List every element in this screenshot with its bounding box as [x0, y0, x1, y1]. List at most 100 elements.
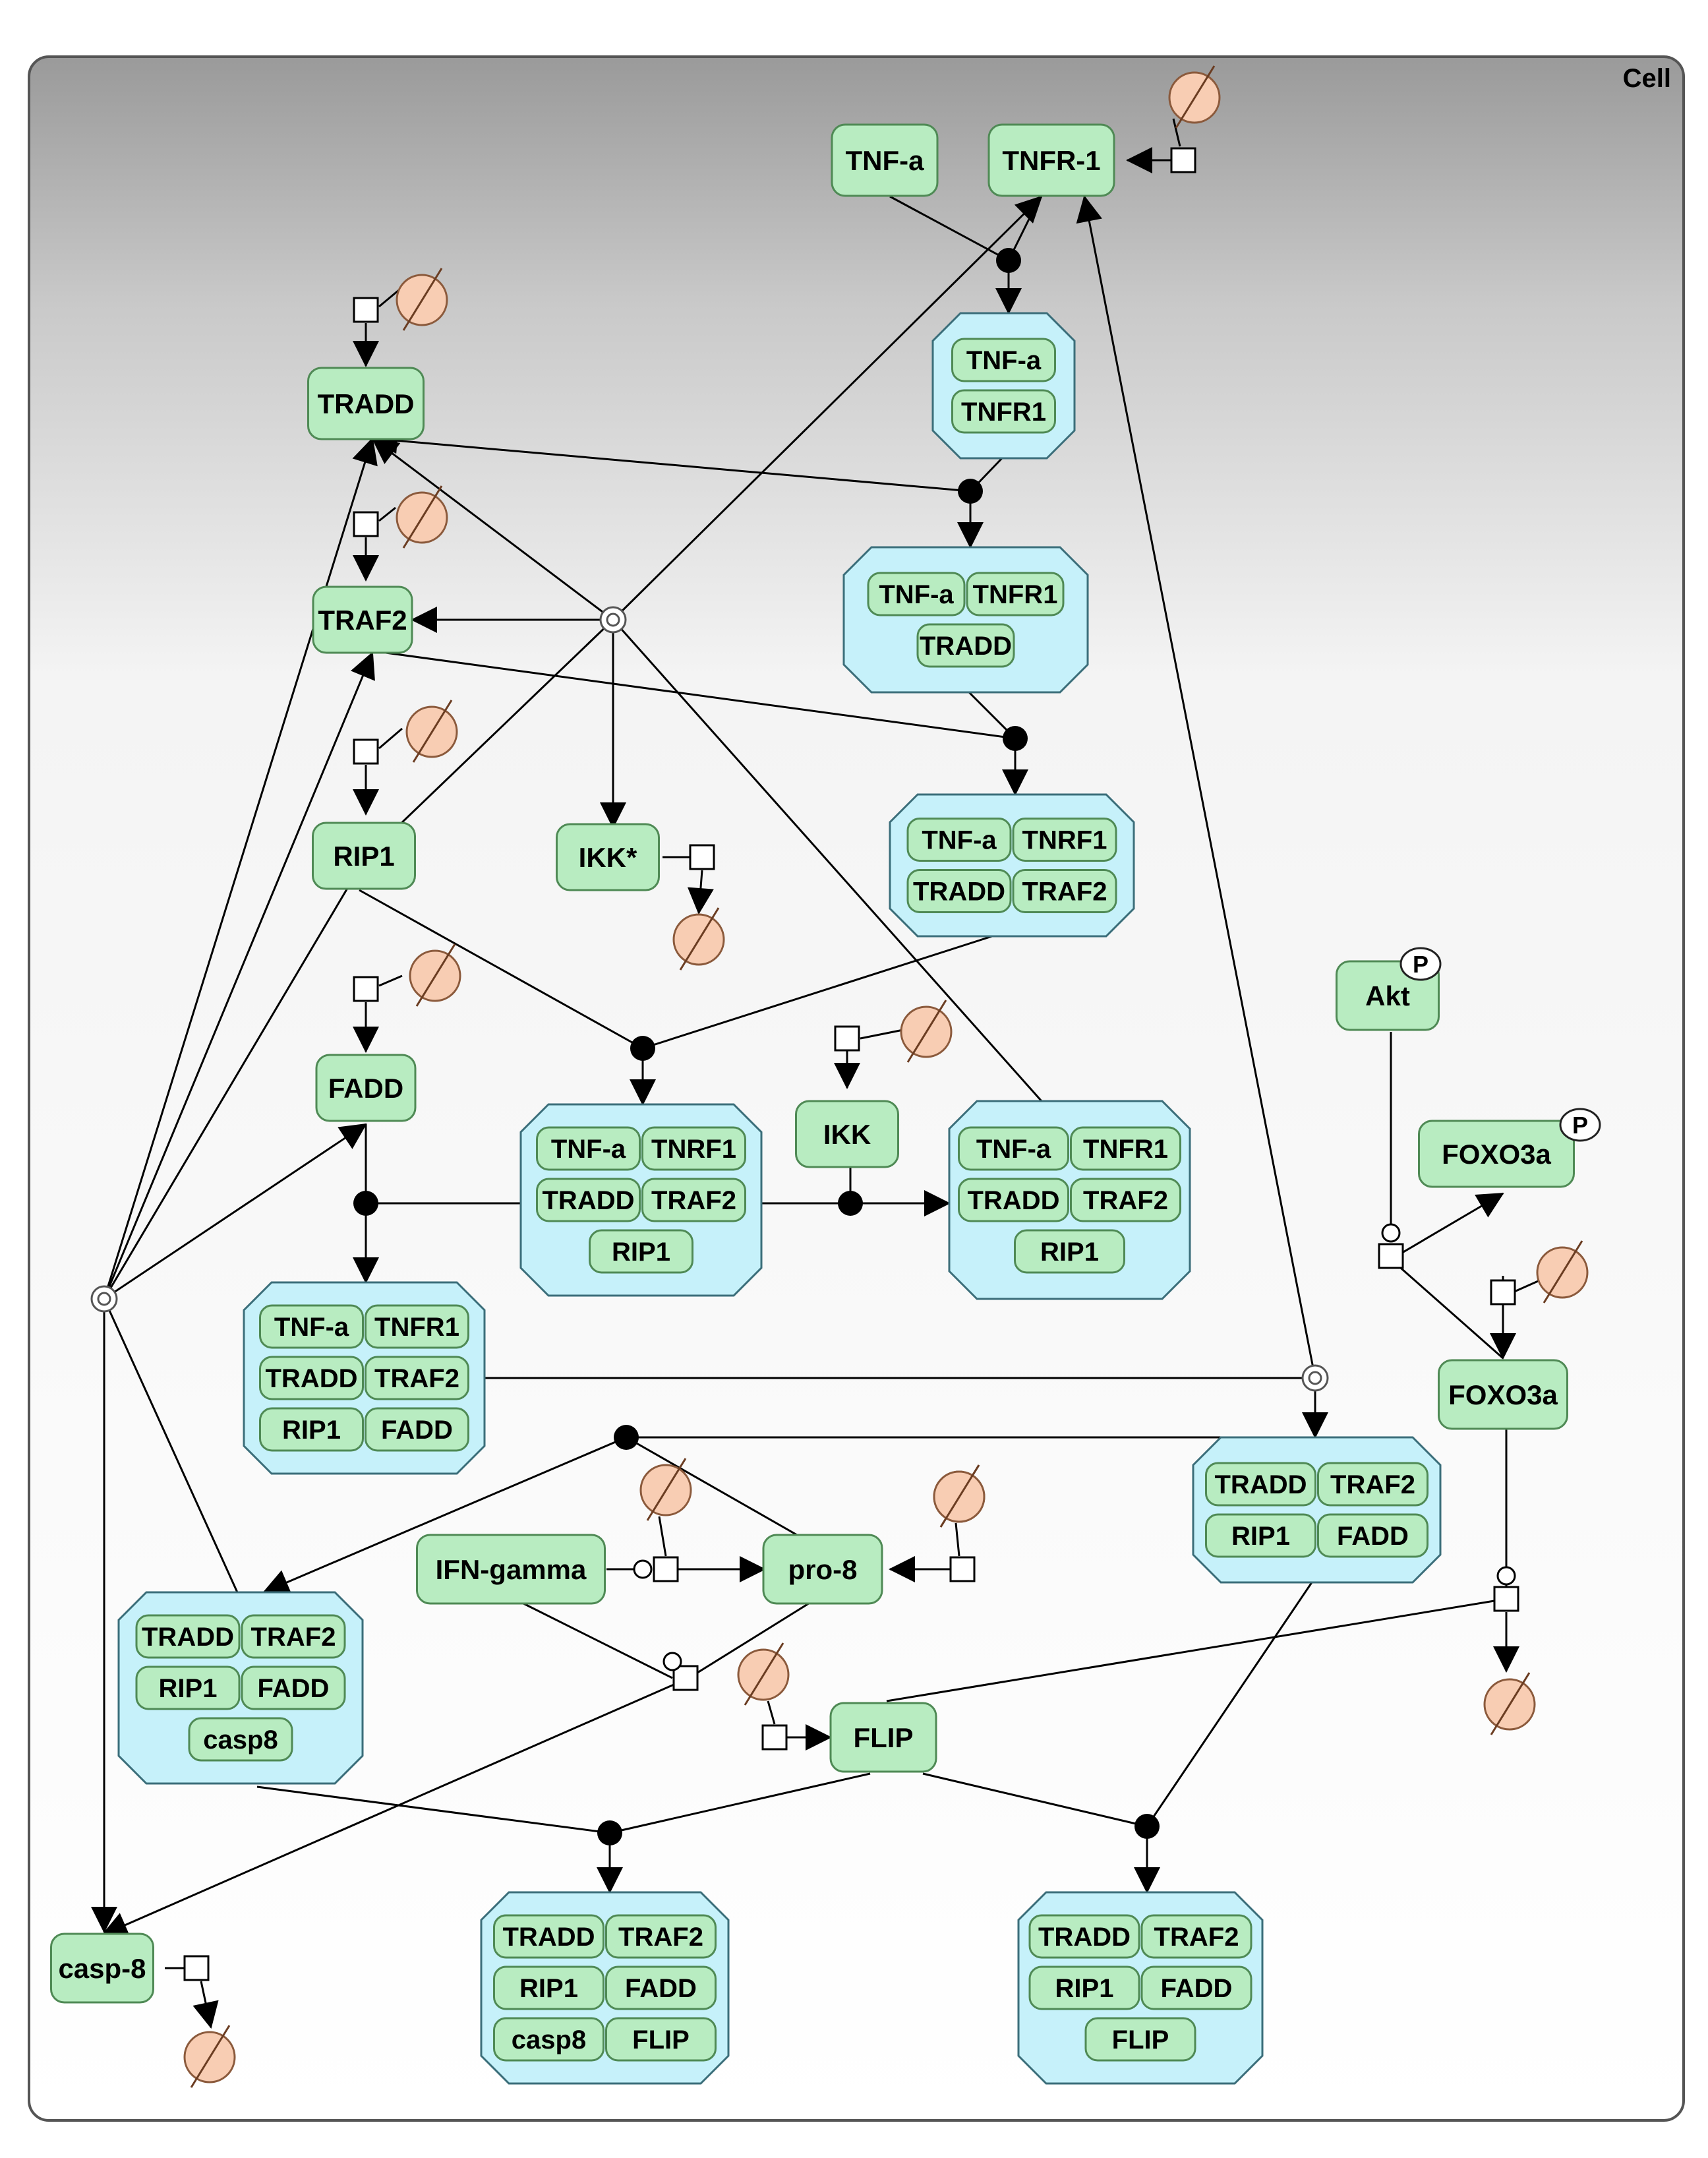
complex-subunit-label: TNFR1: [374, 1313, 459, 1342]
process-node: [672, 1665, 699, 1691]
complex-subunit-label: TRAF2: [651, 1186, 736, 1215]
entity-flip[interactable]: FLIP: [829, 1702, 937, 1773]
complex-subunit: [135, 1665, 241, 1710]
entity-ikk[interactable]: IKK: [795, 1100, 899, 1168]
complex-subunit: [906, 818, 1012, 862]
complex-subunit-label: TRADD: [503, 1923, 595, 1952]
complex-subunit: [1205, 1513, 1316, 1558]
process-node: [1493, 1586, 1519, 1612]
entity-label: IKK: [823, 1119, 871, 1150]
complex-subunit-label: TRADD: [968, 1186, 1060, 1215]
entity-foxo3a_p[interactable]: FOXO3a: [1418, 1120, 1575, 1188]
complex-subunit: [1028, 1965, 1140, 2010]
arc: [1390, 1192, 1504, 1261]
entity-traf2[interactable]: TRAF2: [312, 585, 413, 654]
complex-subunit-label: TNF-a: [966, 346, 1042, 375]
arc: [658, 1516, 667, 1557]
entity-box: [795, 1100, 899, 1168]
complex-subunit-label: TNRF1: [651, 1135, 736, 1164]
complex-subunit: [259, 1407, 364, 1452]
complex-subunit: [958, 1126, 1069, 1171]
process-node: [183, 1955, 210, 1981]
arc: [767, 1700, 776, 1725]
complex-subunit-label: TNF-a: [551, 1135, 626, 1164]
complex-subunit: [536, 1126, 641, 1171]
complex-subunit-label: TRADD: [266, 1364, 358, 1393]
sinks-layer: [183, 65, 1589, 2088]
process-node: [353, 511, 379, 537]
entity-tnfr1_receptor[interactable]: TNFR-1: [987, 123, 1115, 197]
arc: [103, 437, 378, 1300]
process-node: [1170, 147, 1196, 173]
entity-label: IFN-gamma: [436, 1554, 587, 1585]
complex-subunit-label: RIP1: [1055, 1974, 1114, 2003]
entity-casp8[interactable]: casp-8: [50, 1933, 154, 2004]
complex-subunit: [958, 1178, 1069, 1222]
arc: [1146, 1582, 1313, 1827]
complex-subunit-label: TRAF2: [374, 1364, 459, 1393]
entity-pro8[interactable]: pro-8: [762, 1534, 883, 1605]
complex-shape: [1192, 1436, 1442, 1584]
arc: [378, 289, 399, 308]
complex-subunit: [188, 1717, 293, 1762]
complex-subunit-label: FADD: [625, 1974, 697, 2003]
complex-subunit: [1317, 1513, 1428, 1558]
entity-fadd[interactable]: FADD: [315, 1054, 417, 1122]
complex-subunit-label: FLIP: [632, 2025, 690, 2054]
entity-foxo3a[interactable]: FOXO3a: [1438, 1359, 1568, 1430]
arc: [378, 506, 396, 522]
complex-subunit-label: FADD: [1337, 1522, 1409, 1551]
complex-subunit-label: TRADD: [142, 1623, 234, 1652]
sink-slash: [939, 1464, 980, 1528]
entity-ikk_active[interactable]: IKK*: [556, 823, 660, 891]
entity-box: [416, 1534, 606, 1605]
entity-tradd[interactable]: TRADD: [307, 367, 425, 440]
complex-subunit: [1070, 1178, 1181, 1222]
complex-subunit: [1205, 1462, 1316, 1507]
arc: [192, 1981, 219, 2029]
entity-box: [312, 822, 416, 890]
entity-label: TNF-a: [846, 145, 925, 176]
complex-subunit-label: TRAF2: [1022, 878, 1107, 907]
complex-subunit: [605, 2017, 717, 2062]
arc: [103, 651, 375, 1300]
sink-slash: [646, 1458, 687, 1521]
complex-subunit: [493, 2017, 604, 2062]
arc: [371, 437, 614, 621]
complex-subunit-label: RIP1: [1040, 1238, 1099, 1267]
entity-label: FLIP: [854, 1722, 914, 1753]
modulation-node: [663, 1652, 682, 1671]
entity-label: TNFR-1: [1002, 145, 1100, 176]
sink-slash: [1490, 1672, 1531, 1735]
complex-subunit-label: TRAF2: [1154, 1923, 1239, 1952]
entity-label: FOXO3a: [1448, 1379, 1558, 1410]
arc: [609, 1772, 871, 1834]
complex-subunit-label: TRADD: [913, 878, 1005, 907]
process-node: [834, 1025, 860, 1052]
process-node: [1490, 1279, 1516, 1305]
entity-ifn_gamma[interactable]: IFN-gamma: [416, 1534, 606, 1605]
entity-label: FOXO3a: [1442, 1139, 1551, 1170]
entity-box: [556, 823, 660, 891]
complex-subunit-label: RIP1: [612, 1238, 670, 1267]
complex-subunit: [493, 1914, 604, 1959]
arc: [520, 1601, 673, 1679]
arc: [103, 1123, 367, 1300]
phospho-label: P: [1413, 951, 1428, 978]
complex-subunit-label: casp8: [512, 2025, 586, 2054]
entity-rip1[interactable]: RIP1: [312, 822, 416, 890]
complex-subunit: [966, 572, 1065, 616]
entity-tnfa[interactable]: TNF-a: [831, 123, 939, 197]
entity-label: Akt: [1365, 980, 1410, 1011]
entity-box: [50, 1933, 154, 2004]
